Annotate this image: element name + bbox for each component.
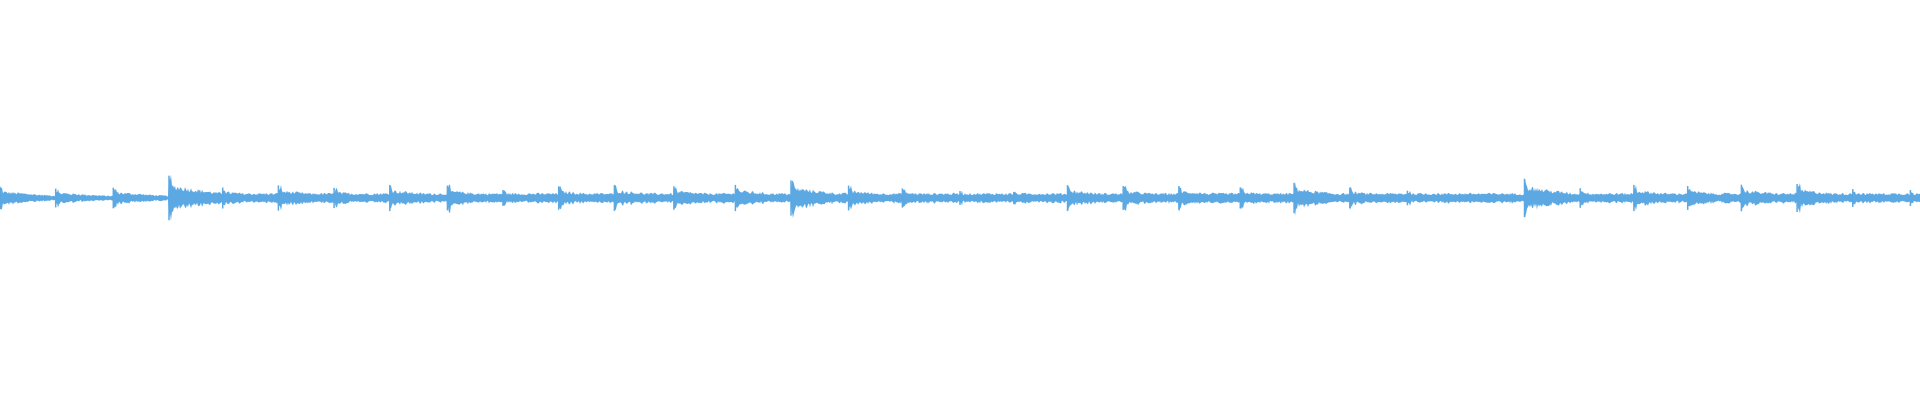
audio-waveform[interactable] xyxy=(0,0,1920,400)
waveform-plot[interactable] xyxy=(0,0,1920,400)
